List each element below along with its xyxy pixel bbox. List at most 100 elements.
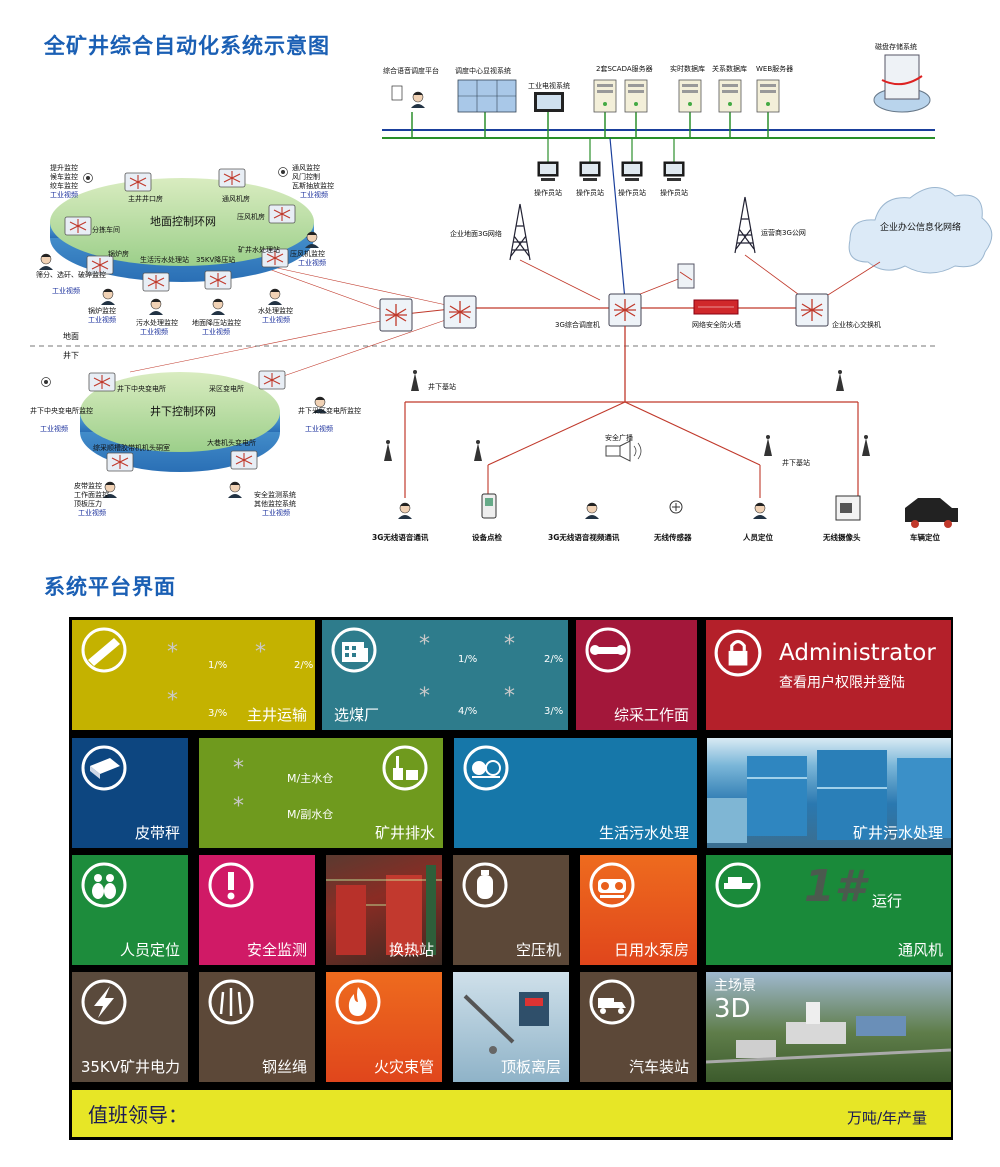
scada-server-icon — [625, 80, 647, 112]
label-boiler: 锅炉监控 — [88, 306, 116, 315]
operator-label: 操作员站 — [534, 188, 562, 197]
tile-safety-monitor[interactable]: 安全监测 — [199, 855, 315, 965]
coal-prep-p1: 1/% — [458, 654, 477, 665]
base-station-icon — [474, 440, 482, 461]
factory-icon — [330, 626, 378, 674]
device-label-3: 无线传感器 — [653, 532, 692, 542]
ring-switch-icon — [231, 451, 257, 469]
tile-coal-prep[interactable]: * * * * 1/% 2/% 4/% 3/% 选煤厂 — [322, 620, 568, 730]
core-switch-icon — [796, 294, 828, 326]
small-server-icon — [678, 264, 694, 288]
operator-station-icon — [664, 162, 684, 181]
tile-main-haul[interactable]: * * * 1/% 2/% 3/% 主井运输 — [72, 620, 315, 730]
label-tv: 工业视频 — [305, 424, 333, 433]
tile-water-pump[interactable]: 日用水泵房 — [580, 855, 697, 965]
disk-storage-icon — [874, 55, 930, 112]
asterisk: * — [167, 640, 178, 665]
operator-head-icon — [268, 289, 282, 305]
tile-label: 钢丝绳 — [262, 1056, 307, 1077]
tile-roof[interactable]: 顶板离层 — [453, 972, 569, 1082]
tile-label: 汽车装站 — [629, 1056, 689, 1077]
label-tv: 工业视频 — [52, 286, 80, 295]
tile-3d-scene[interactable]: 主场景 3D — [706, 972, 951, 1082]
server-label-3: 2套SCADA服务器 — [596, 64, 653, 73]
aggregation-switch-icon — [444, 296, 476, 328]
label-tv: 工业视频 — [40, 424, 68, 433]
alert-icon — [207, 861, 255, 909]
ring-switch-icon — [259, 371, 285, 389]
tile-label: 主井运输 — [247, 704, 307, 725]
tile-heat-station[interactable]: 换热站 — [326, 855, 442, 965]
asterisk: * — [504, 684, 515, 709]
surface-node-2: 分拣车间 — [92, 225, 120, 234]
underground-label: 井下 — [63, 350, 79, 360]
lightning-icon — [80, 978, 128, 1026]
tile-wire-rope[interactable]: 钢丝绳 — [199, 972, 315, 1082]
ring-switch-icon — [89, 373, 115, 391]
tile-air-compressor[interactable]: 空压机 — [453, 855, 569, 965]
tile-power[interactable]: 35KV矿井电力 — [72, 972, 188, 1082]
vehicle-icon — [905, 498, 958, 528]
tile-label: 35KV矿井电力 — [81, 1056, 180, 1077]
annual-output-label: 万吨/年产量 — [847, 1107, 927, 1128]
underground-ring-title: 井下控制环网 — [150, 404, 216, 418]
server-label-0: 综合语音调度平台 — [383, 66, 439, 75]
tile-admin[interactable]: Administrator 查看用户权限并登陆 — [706, 620, 951, 730]
firewall-icon — [694, 300, 738, 314]
ring-switch-icon — [107, 453, 133, 471]
ring-switch-icon — [269, 205, 295, 223]
label-tv: 工业视频 — [140, 327, 168, 336]
scale-icon — [80, 744, 128, 792]
label-district: 井下采区变电所监控 — [298, 406, 361, 415]
tile-label: 通风机 — [898, 939, 943, 960]
admin-subtitle: 查看用户权限并登陆 — [779, 672, 905, 692]
label-compressor: 压风机监控 — [290, 249, 325, 258]
ring-switch-icon — [205, 271, 231, 289]
base-station-icon — [411, 370, 419, 391]
camera-icon — [279, 168, 288, 177]
drainage-aux: M/副水仓 — [287, 806, 333, 822]
base-station-icon — [384, 440, 392, 461]
tile-fire[interactable]: 火灾束管 — [326, 972, 442, 1082]
wireless-camera-icon — [836, 496, 860, 520]
tile-personnel[interactable]: 人员定位 — [72, 855, 188, 965]
coal-prep-p2: 2/% — [544, 654, 563, 665]
label-safety: 安全监测系统 — [254, 490, 296, 499]
ventilator-number: 1# — [804, 861, 865, 912]
tile-label: 日用水泵房 — [614, 939, 689, 960]
label-vent: 通风监控 — [292, 163, 320, 172]
tile-mine-water[interactable]: 矿井污水处理 — [707, 738, 951, 848]
cloud-label: 企业办公信息化网络 — [880, 221, 961, 233]
base-station-icon — [862, 435, 870, 456]
server-bus — [382, 112, 935, 300]
duty-leader-label: 值班领导： — [88, 1099, 188, 1128]
tile-fully-mech[interactable]: 综采工作面 — [576, 620, 697, 730]
device-label-6: 车辆定位 — [910, 532, 940, 542]
personnel-locate-icon — [753, 503, 767, 519]
ventilator-state: 运行 — [872, 890, 902, 911]
asterisk: * — [504, 632, 515, 657]
tile-belt-scale[interactable]: 皮带秤 — [72, 738, 188, 848]
label-water: 水处理监控 — [258, 306, 293, 315]
surface-node-6: 35KV降压站 — [196, 255, 235, 264]
tile-truck-loading[interactable]: 汽车装站 — [580, 972, 697, 1082]
speaker-icon — [606, 441, 641, 461]
label-door: 风门控制 — [292, 172, 320, 181]
tile-label: 顶板离层 — [501, 1056, 561, 1077]
main-haul-p1: 1/% — [208, 660, 227, 671]
surface-ring-title: 地面控制环网 — [150, 214, 216, 228]
camera-icon — [42, 378, 51, 387]
tile-drainage[interactable]: * * M/主水仓 M/副水仓 矿井排水 — [199, 738, 443, 848]
tile-domestic-sewage[interactable]: 生活污水处理 — [454, 738, 697, 848]
operator-head-icon — [101, 289, 115, 305]
operator-head-icon — [149, 299, 163, 315]
footer-bar: 值班领导： 万吨/年产量 — [72, 1090, 951, 1137]
tile-label: 综采工作面 — [614, 704, 689, 725]
tile-ventilator[interactable]: 1# 运行 通风机 — [706, 855, 951, 965]
ventilator-icon — [714, 861, 762, 909]
camera-icon — [84, 174, 93, 183]
label-gas: 瓦斯抽放监控 — [292, 181, 334, 190]
label-other: 其他监控系统 — [254, 499, 296, 508]
server-label-7: 磁盘存储系统 — [875, 42, 917, 51]
dispatcher-switch-icon — [609, 294, 641, 326]
